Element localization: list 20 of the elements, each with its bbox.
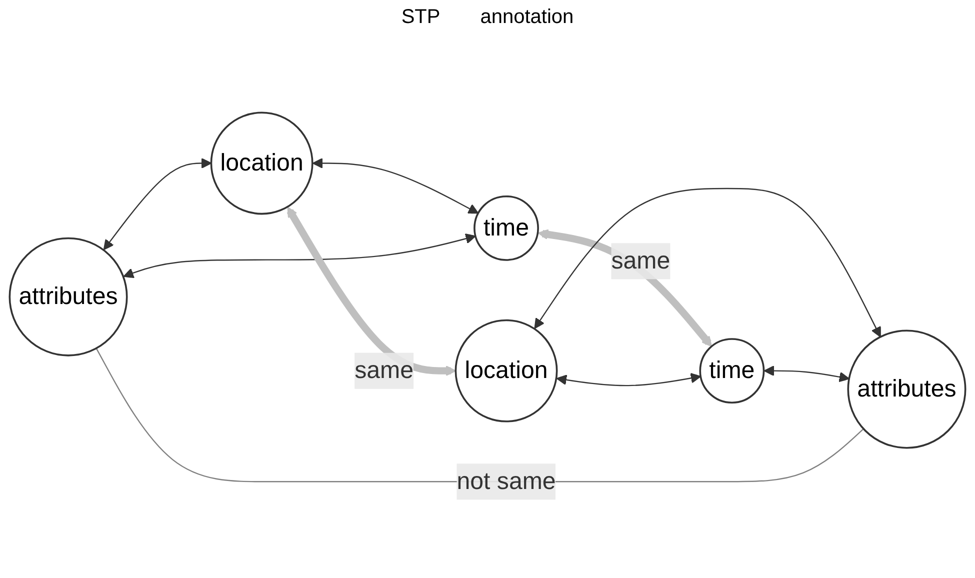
- arrow: [538, 229, 712, 348]
- edge-label: not same: [456, 468, 556, 496]
- connector: [96, 348, 864, 483]
- arrow: [103, 158, 212, 250]
- edge-label: same: [354, 358, 414, 384]
- arrow: [556, 373, 702, 386]
- node-circle: location: [210, 112, 314, 216]
- arrow: [764, 366, 850, 382]
- text-label: STP: [401, 6, 440, 29]
- node-circle: time: [699, 338, 765, 404]
- text-label: annotation: [480, 6, 574, 29]
- node-circle: attributes: [8, 238, 128, 357]
- arrow: [123, 234, 476, 278]
- arrow: [312, 158, 479, 214]
- node-circle: time: [474, 196, 539, 262]
- arrow: [534, 188, 881, 338]
- edge-label: same: [611, 248, 670, 275]
- node-circle: attributes: [847, 330, 966, 450]
- node-circle: location: [454, 320, 558, 423]
- arrow: [286, 207, 456, 376]
